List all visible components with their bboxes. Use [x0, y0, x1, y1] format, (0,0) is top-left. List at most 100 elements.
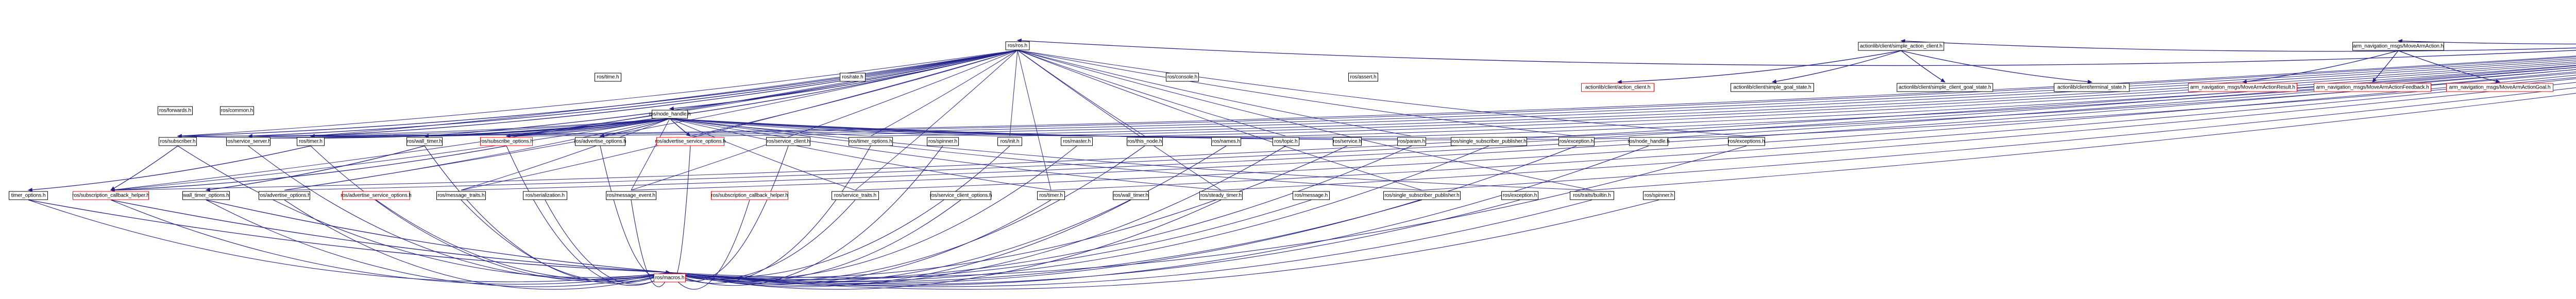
graph-node[interactable]: actionlib/client/simple_action_client.h — [1858, 42, 1944, 51]
graph-node[interactable]: ros/subscription_callback_helper.h — [72, 191, 149, 200]
graph-node[interactable]: wall_timer_options.h — [182, 191, 230, 200]
graph-edge — [669, 200, 1222, 290]
graph-edge — [505, 118, 670, 138]
graph-edge — [855, 75, 2576, 191]
graph-node[interactable]: timer_options.h — [9, 191, 48, 200]
graph-node[interactable]: actionlib/client/simple_goal_state.h — [1731, 83, 1814, 92]
graph-node[interactable]: ros/subscriber.h — [159, 137, 197, 146]
graph-node[interactable]: actionlib/client/terminal_state.h — [2054, 83, 2130, 92]
graph-edge — [506, 58, 2576, 137]
graph-edge — [669, 118, 1286, 137]
graph-edge — [310, 56, 2576, 137]
graph-node[interactable]: ros/rate.h — [840, 73, 866, 82]
graph-edge — [1901, 50, 2093, 84]
graph-node[interactable]: ros/single_subscriber_publisher.h — [1383, 191, 1461, 200]
graph-node[interactable]: ros/steady_timer.h — [1199, 191, 1243, 200]
graph-node[interactable]: ros/master.h — [1061, 137, 1093, 146]
graph-node[interactable]: ros/service_client.h — [766, 137, 810, 146]
graph-edge — [600, 146, 670, 278]
graph-edge — [1576, 73, 2576, 137]
graph-node[interactable]: ros/exception.h — [1501, 191, 1538, 200]
graph-node[interactable]: actionlib/client/action_client.h — [1581, 83, 1654, 92]
graph-node[interactable]: ros/message.h — [1293, 191, 1330, 200]
graph-edge — [669, 200, 1052, 285]
graph-node[interactable]: ros/service_client_options.h — [930, 191, 992, 200]
graph-node[interactable]: ros/advertise_service_options.h — [341, 191, 412, 200]
graph-node[interactable]: ros/this_node.h — [1127, 137, 1163, 146]
graph-node[interactable]: ros/spinner.h — [927, 137, 959, 146]
graph-node[interactable]: ros/message_event.h — [606, 191, 656, 200]
graph-node[interactable]: ros/spinner.h — [1643, 191, 1675, 200]
graph-node[interactable]: ros/serialization.h — [523, 191, 567, 200]
graph-node[interactable]: ros/single_subscriber_publisher.h — [1451, 137, 1527, 146]
graph-node[interactable]: ros/names.h — [1211, 137, 1241, 146]
graph-edge — [669, 118, 1577, 139]
graph-node[interactable]: ros/wall_timer.h — [1113, 191, 1149, 200]
graph-edge — [1017, 49, 1577, 137]
graph-node[interactable]: ros/advertise_options.h — [258, 191, 311, 200]
graph-node[interactable]: ros/forwards.h — [158, 106, 193, 115]
graph-edge — [870, 61, 2576, 137]
graph-edge — [669, 145, 1577, 284]
graph-edge — [310, 49, 1018, 138]
graph-node[interactable]: ros/exception.h — [1558, 137, 1595, 146]
graph-node[interactable]: ros/ros.h — [1005, 41, 1030, 50]
graph-node[interactable]: ros/subscribe_options.h — [480, 137, 533, 146]
graph-node[interactable]: ros/wall_timer.h — [406, 137, 443, 146]
graph-node[interactable]: ros/assert.h — [1348, 73, 1378, 82]
graph-node[interactable]: ros/subscription_callback_helper.h — [711, 191, 788, 200]
graph-edge — [669, 146, 1227, 284]
graph-edge — [669, 199, 1422, 283]
graph-edge — [310, 118, 670, 137]
graph-edge — [669, 118, 871, 137]
graph-edge — [423, 49, 1018, 138]
graph-node[interactable]: ros/console.h — [1166, 73, 1199, 82]
graph-node[interactable]: ros/timer_options.h — [849, 137, 893, 146]
graph-edge — [631, 49, 1018, 191]
graph-node[interactable]: arm_navigation_msgs/MoveArmActionResult.… — [2188, 83, 2297, 92]
graph-edge — [506, 49, 1018, 137]
graph-edge — [423, 118, 670, 138]
graph-edge — [505, 49, 1018, 138]
graph-node[interactable]: ros/service_traits.h — [832, 191, 879, 200]
graph-node[interactable]: actionlib/client/simple_client_goal_stat… — [1896, 83, 1993, 92]
graph-edge — [284, 200, 670, 290]
graph-node[interactable]: ros/time.h — [595, 73, 621, 82]
graph-edge — [669, 146, 1145, 282]
graph-node[interactable]: ros/init.h — [997, 137, 1022, 146]
graph-node[interactable]: ros/message_traits.h — [436, 191, 486, 200]
graph-edge — [669, 118, 1422, 191]
graph-edge — [1017, 49, 1412, 137]
graph-node[interactable]: ros/timer.h — [297, 137, 325, 146]
graph-node[interactable]: arm_navigation_msgs/MoveArmAction.h — [2352, 42, 2444, 51]
graph-node[interactable]: arm_navigation_msgs/MoveArmActionGoal.h — [2446, 83, 2553, 92]
graph-node[interactable]: ros/param.h — [1397, 137, 1426, 146]
graph-edge — [461, 118, 670, 191]
graph-node[interactable]: ros/node_handle.h — [1628, 137, 1670, 146]
graph-node[interactable]: ros/service.h — [1333, 137, 1362, 146]
graph-node[interactable]: ros/exceptions.h — [1728, 137, 1765, 146]
graph-edge — [247, 118, 670, 138]
graph-node[interactable]: ros/common.h — [220, 106, 254, 115]
graph-edge — [1900, 39, 2576, 52]
graph-node[interactable]: ros/traits/builtin.h — [1570, 191, 1614, 200]
graph-edge — [669, 200, 1131, 287]
graph-node[interactable]: ros/advertise_options.h — [574, 137, 626, 146]
graph-node[interactable]: ros/topic.h — [1273, 137, 1299, 146]
graph-node[interactable]: ros/timer.h — [1037, 191, 1065, 200]
graph-edge — [690, 59, 2576, 137]
graph-node[interactable]: ros/macros.h — [654, 273, 686, 283]
graph-node[interactable]: ros/advertise_service_options.h — [655, 137, 726, 146]
graph-edge — [310, 118, 670, 138]
graph-edge — [110, 145, 178, 191]
graph-edge — [110, 145, 507, 192]
graph-edge — [284, 49, 1018, 191]
graph-node[interactable]: ros/node_handle.h — [649, 110, 691, 119]
graph-node[interactable]: arm_navigation_msgs/MoveArmActionFeedbac… — [2314, 83, 2431, 92]
graph-edge — [461, 200, 670, 283]
graph-edge — [1285, 67, 2576, 137]
graph-edge — [110, 118, 670, 191]
graph-node[interactable]: ros/service_server.h — [226, 137, 271, 146]
graph-edge — [310, 146, 670, 282]
